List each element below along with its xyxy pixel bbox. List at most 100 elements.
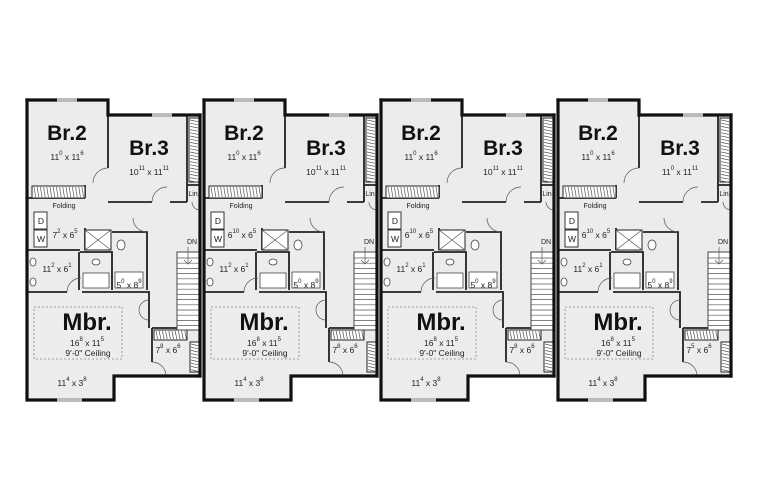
exterior-wall <box>25 98 202 402</box>
hatch-line <box>721 359 730 362</box>
stair-arrow-icon <box>537 247 547 265</box>
hatch-line <box>181 330 184 340</box>
room-dims-laundry: 610 x 65 <box>228 229 257 240</box>
hatch-line <box>394 186 397 198</box>
hatch-line <box>210 186 213 198</box>
door-swing <box>269 167 286 184</box>
hatch-line <box>571 186 574 198</box>
hatch-line <box>422 186 426 198</box>
hatch-line <box>543 154 553 158</box>
washer <box>387 229 402 248</box>
hatch-line <box>171 330 174 340</box>
window <box>57 98 172 402</box>
linen-wall <box>186 115 200 202</box>
hatch-line <box>544 366 553 369</box>
hatch-line <box>255 186 258 198</box>
hatch-line <box>720 180 730 183</box>
room-label-br3: Br.3 <box>660 137 700 160</box>
door-swing <box>243 277 259 293</box>
hatch-line <box>52 186 56 198</box>
door-swing <box>309 217 325 233</box>
hatch-line <box>593 186 596 198</box>
hatch-line <box>367 356 376 359</box>
room-dims-br2: 110 x 116 <box>50 151 84 162</box>
closet-shelf <box>385 185 440 199</box>
hatch-line <box>416 186 419 198</box>
hatch-line <box>366 142 376 145</box>
exterior-wall <box>202 98 379 402</box>
hatch-line <box>720 174 730 177</box>
hatch-line <box>543 119 553 122</box>
stair-arrow-icon <box>183 247 193 265</box>
hatch-line <box>543 170 553 174</box>
folding-label: Folding <box>407 203 430 210</box>
hatch-line <box>184 330 187 340</box>
hatch-line <box>413 186 416 198</box>
closet-shelf <box>31 185 86 199</box>
hatch-line <box>242 186 245 198</box>
hatch-line <box>387 186 390 198</box>
hatch-line <box>190 350 199 353</box>
hatch-line <box>532 330 535 340</box>
hatch-line <box>606 186 609 198</box>
hatch-line <box>174 330 178 340</box>
hatch-line <box>72 186 75 198</box>
hatch-line <box>78 186 81 198</box>
hatch-line <box>720 138 730 142</box>
door-swing <box>315 299 327 321</box>
hatch-line <box>366 132 376 135</box>
toilet <box>268 258 278 266</box>
hatch-line <box>190 366 199 369</box>
shower-pan <box>468 271 498 289</box>
hatch-line <box>544 362 553 366</box>
ceiling-outline <box>33 306 123 360</box>
door-swing <box>151 361 167 377</box>
hatch-line <box>355 330 358 340</box>
room-dims-mbr: 168 x 115 <box>601 337 636 348</box>
hatch-line <box>339 330 342 340</box>
hatch-line <box>528 330 532 340</box>
hatch-line <box>366 164 376 167</box>
washer <box>33 229 48 248</box>
hatch-line <box>189 174 199 177</box>
hatch-line <box>543 161 553 164</box>
washer-label: W <box>391 234 399 244</box>
hatch-line <box>686 330 689 340</box>
hatch-line <box>366 138 376 142</box>
hatch-line <box>189 126 199 129</box>
toilet <box>116 239 126 251</box>
hatch-line <box>543 126 553 129</box>
hatch-line <box>580 186 583 198</box>
hatch-line <box>366 148 376 151</box>
hatch-line <box>567 186 571 198</box>
hatch-line <box>366 180 376 183</box>
hatch-line <box>366 151 376 154</box>
hatch-line <box>40 186 43 198</box>
hatch-line <box>366 161 376 164</box>
hatch-line <box>217 186 220 198</box>
dryer <box>210 211 225 230</box>
room-dims-br2: 110 x 116 <box>404 151 438 162</box>
door-swing <box>623 167 640 184</box>
floor-area <box>558 100 731 400</box>
hatch-line <box>693 330 696 340</box>
door-swing <box>92 167 109 184</box>
linen-label: Lin. <box>188 191 199 198</box>
shower-pan <box>114 271 144 289</box>
hatch-line <box>190 353 199 356</box>
shower-cross <box>261 229 289 251</box>
window <box>411 98 526 402</box>
closet-shelf <box>208 185 263 199</box>
hatch-line <box>36 186 40 198</box>
sink <box>560 277 568 287</box>
hatch-line <box>249 186 252 198</box>
hatch-line <box>596 186 599 198</box>
room-label-br3: Br.3 <box>483 137 523 160</box>
room-dims-br2: 110 x 116 <box>227 151 261 162</box>
hatch-line <box>190 343 199 346</box>
ceiling-outline <box>564 306 654 360</box>
room-dims-bay: 114 x 38 <box>588 377 618 388</box>
hatch-line <box>543 174 553 177</box>
hatch-line <box>544 353 553 356</box>
